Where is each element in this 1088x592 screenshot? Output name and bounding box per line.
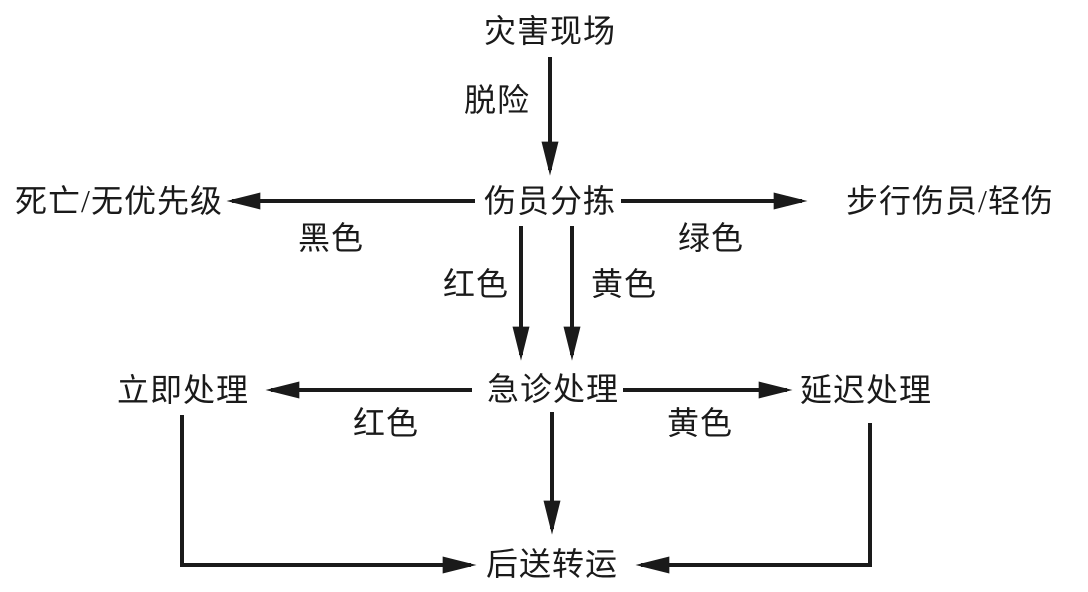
edge-label-green: 绿色	[677, 220, 745, 256]
node-death-no-priority: 死亡/无优先级	[15, 183, 223, 219]
node-evacuation-transfer: 后送转运	[485, 546, 619, 582]
arrow-immediate-to-evacuation	[180, 415, 477, 574]
edge-label-escape: 脱险	[463, 82, 531, 118]
node-emergency-treatment: 急诊处理	[486, 371, 620, 407]
edge-label-red-upper: 红色	[442, 266, 510, 302]
node-walking-wounded: 步行伤员/轻伤	[846, 183, 1054, 219]
edge-label-red-lower: 红色	[352, 405, 420, 441]
node-immediate-treatment: 立即处理	[116, 372, 250, 408]
arrow-delayed-to-evacuation	[635, 423, 872, 574]
node-delayed-treatment: 延迟处理	[799, 372, 933, 408]
node-disaster-scene: 灾害现场	[483, 13, 617, 49]
node-triage: 伤员分拣	[483, 183, 617, 219]
edge-label-yellow-lower: 黄色	[666, 405, 734, 441]
edge-label-black: 黑色	[297, 220, 365, 256]
edge-label-yellow-upper: 黄色	[590, 266, 658, 302]
